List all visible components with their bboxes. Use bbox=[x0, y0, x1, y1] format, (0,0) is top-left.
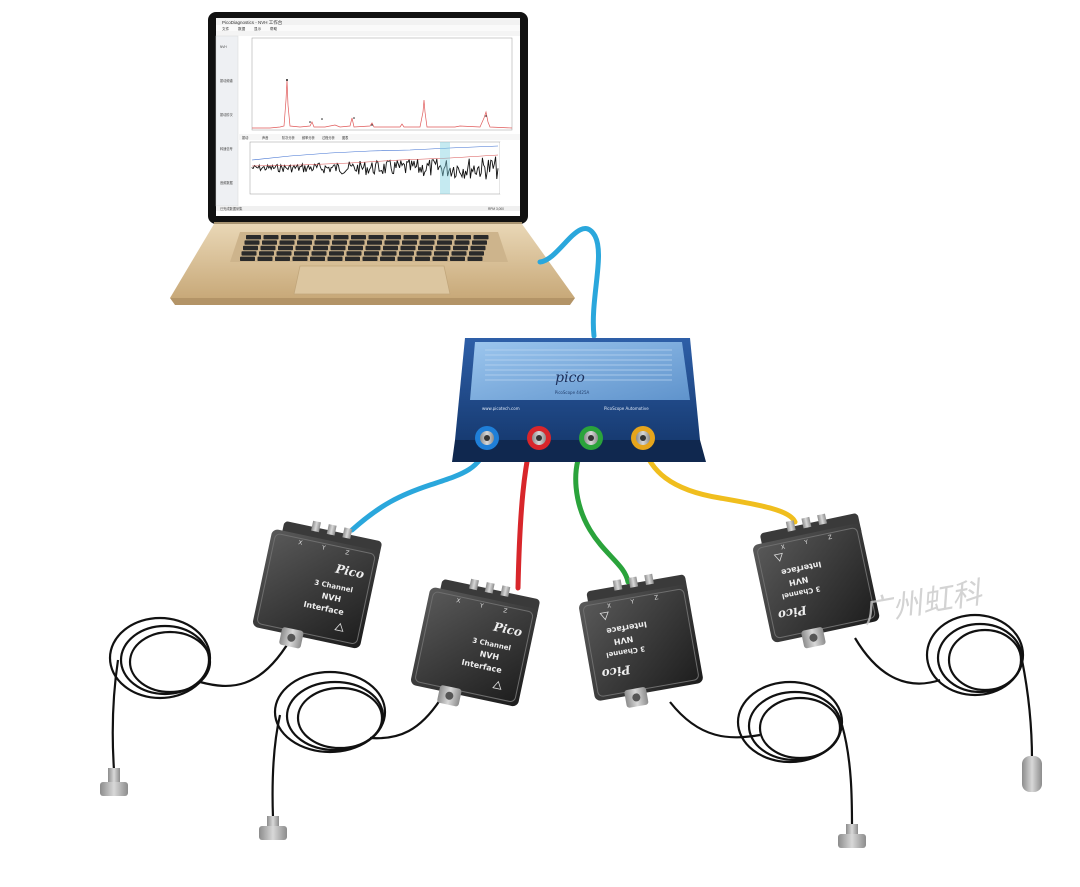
side-tab[interactable]: 音频数据 bbox=[220, 180, 234, 185]
hub-brand: pico bbox=[555, 370, 585, 386]
status-left: 已完成数据采集 bbox=[220, 206, 243, 211]
selection-band bbox=[440, 142, 450, 194]
sensor-coil-3 bbox=[669, 680, 854, 829]
axis-label: Y bbox=[803, 539, 809, 547]
box-brand: Pico bbox=[601, 662, 633, 681]
side-tab[interactable]: 转速信号 bbox=[220, 146, 233, 151]
ch2-cable bbox=[515, 442, 533, 591]
bottom-tab[interactable]: 频率分析 bbox=[302, 135, 316, 140]
laptop: PicoDiagnostics - NVH 工作台 文件 数据 显示 帮助 NVH 振动… bbox=[170, 12, 575, 305]
warning-icon bbox=[492, 680, 502, 690]
menu-item[interactable]: 显示 bbox=[254, 27, 262, 31]
bottom-tab[interactable]: 过程分析 bbox=[322, 135, 336, 140]
axis-label: Y bbox=[320, 544, 326, 552]
box-line2: NVH bbox=[788, 575, 809, 588]
rpm-trace-2 bbox=[251, 154, 499, 167]
axis-label: Z bbox=[503, 607, 508, 615]
warning-icon bbox=[599, 611, 609, 621]
side-tab[interactable]: NVH bbox=[220, 45, 227, 49]
spectrum-trace bbox=[252, 79, 513, 129]
side-tab[interactable]: 振动阶次 bbox=[220, 112, 234, 117]
spectrum-markers bbox=[286, 79, 487, 126]
sensor-coil-2 bbox=[271, 670, 441, 819]
axis-label: Y bbox=[629, 598, 635, 606]
bottom-tab[interactable]: 阶次分析 bbox=[282, 135, 296, 140]
status-right: RPM 3,000 bbox=[488, 207, 504, 211]
watermark: 广州虹科 bbox=[860, 575, 986, 631]
box-line2: NVH bbox=[479, 649, 500, 662]
window-title: PicoDiagnostics - NVH 工作台 bbox=[222, 19, 283, 26]
box-brand: Pico bbox=[777, 602, 809, 622]
menu-item[interactable]: 帮助 bbox=[270, 26, 278, 31]
hub-footer-right: PicoScope Automotive bbox=[604, 406, 649, 411]
menu-item[interactable]: 文件 bbox=[222, 26, 230, 31]
ch3-cable bbox=[573, 442, 631, 585]
box-brand: Pico bbox=[333, 561, 365, 581]
axis-label: Z bbox=[654, 594, 659, 602]
warning-icon bbox=[334, 622, 344, 632]
laptop-trackpad bbox=[293, 265, 451, 295]
usb-cable bbox=[537, 226, 601, 339]
accelerometers bbox=[100, 756, 1042, 848]
hub-footer-left: www.picotech.com bbox=[482, 406, 520, 411]
sensor-coils bbox=[108, 613, 1034, 829]
accelerometer-4 bbox=[1022, 756, 1042, 792]
accelerometer-3 bbox=[838, 824, 866, 848]
accelerometer-1 bbox=[100, 768, 128, 796]
axis-label: Y bbox=[478, 602, 484, 610]
box-line2: NVH bbox=[613, 634, 634, 646]
spectrum-plot bbox=[251, 37, 513, 131]
box-line2: NVH bbox=[321, 591, 342, 604]
box-brand: Pico bbox=[491, 619, 523, 639]
rpm-trace bbox=[251, 145, 499, 161]
waveform-trace bbox=[251, 156, 499, 180]
axis-label: X bbox=[456, 597, 461, 605]
scope-hub: pico PicoScope 4425A www.picotech.com Pi… bbox=[452, 338, 706, 462]
ch1-cable bbox=[349, 442, 490, 533]
bottom-tab[interactable]: 振动 bbox=[242, 135, 248, 140]
hub-subtitle: PicoScope 4425A bbox=[555, 390, 590, 395]
accelerometer-2 bbox=[259, 816, 287, 840]
sensor-coil-1 bbox=[108, 616, 291, 771]
ch4-cable bbox=[640, 442, 798, 525]
axis-label: X bbox=[780, 544, 785, 552]
warning-icon bbox=[773, 552, 783, 562]
side-tab[interactable]: 振动频谱 bbox=[220, 78, 234, 83]
axis-label: Z bbox=[345, 549, 350, 557]
axis-label: X bbox=[607, 602, 612, 610]
bottom-tab[interactable]: 图表 bbox=[342, 135, 349, 140]
sensor-coil-4 bbox=[854, 613, 1034, 761]
menu-item[interactable]: 数据 bbox=[238, 26, 246, 31]
bottom-tab[interactable]: 声音 bbox=[262, 135, 269, 140]
axis-label: Z bbox=[827, 534, 832, 542]
axis-label: X bbox=[298, 539, 303, 547]
